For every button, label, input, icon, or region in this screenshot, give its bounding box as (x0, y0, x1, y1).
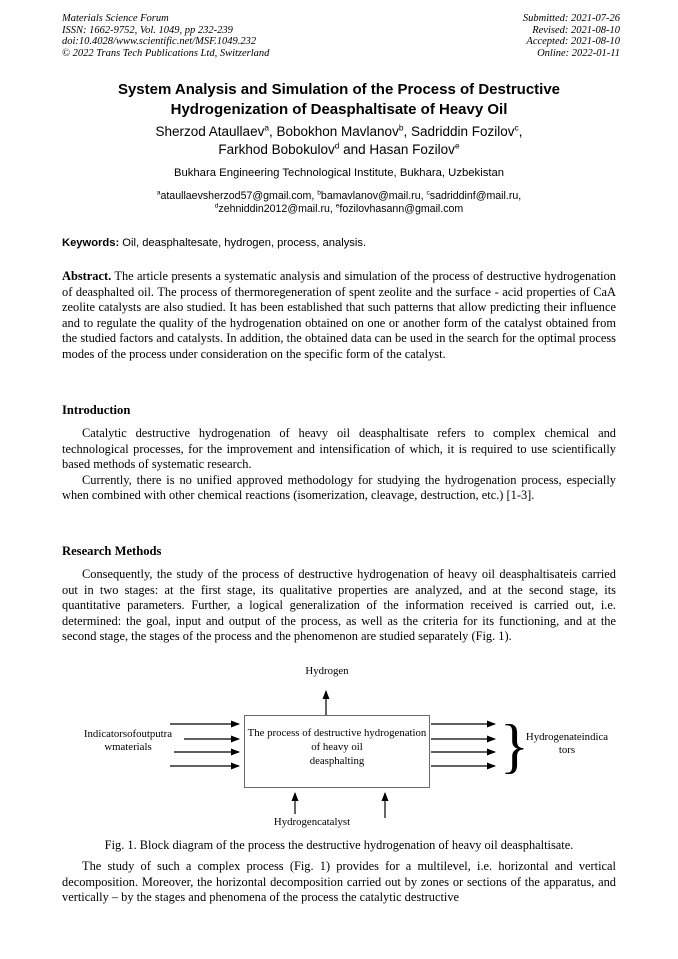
email-a: ataullaevsherzod57@gmail.com, (160, 190, 318, 202)
section-closing: The study of such a complex process (Fig… (62, 859, 616, 906)
author-4: Farkhod Bobokulov (218, 141, 335, 157)
authors-line1-comma: , (518, 124, 523, 139)
input-materials-label: Indicatorsofoutputra wmaterials (62, 728, 194, 754)
output-indicators-label: Hydrogenateindica tors (520, 731, 614, 757)
author-emails: aataullaevsherzod57@gmail.com, bbamavlan… (0, 190, 678, 216)
author-3: , Sadriddin Fozilov (403, 124, 515, 139)
author-1: Sherzod Ataullaev (155, 124, 265, 139)
abstract: Abstract. The article presents a systema… (62, 269, 616, 363)
email-b: bamavlanov@mail.ru, (320, 190, 427, 202)
section-introduction: Introduction Catalytic destructive hydro… (62, 403, 616, 504)
authors-list: Sherzod Ataullaeva, Bobokhon Mavlanovb, … (0, 123, 678, 158)
output-indicators-label-line1: Hydrogenateindica (525, 731, 609, 743)
section-heading-introduction: Introduction (62, 403, 131, 417)
paper-title: System Analysis and Simulation of the Pr… (0, 80, 678, 119)
journal-header: Materials Science Forum ISSN: 1662-9752,… (62, 13, 620, 59)
author-1-affmark: a (264, 122, 269, 133)
author-5: and Hasan Fozilov (339, 141, 455, 157)
submitted-date: Submitted: 2021-07-26 (522, 13, 620, 24)
abstract-label: Abstract. (62, 269, 112, 283)
journal-info: Materials Science Forum ISSN: 1662-9752,… (62, 13, 269, 59)
hydrogen-catalyst-label: Hydrogencatalyst (273, 816, 351, 828)
revised-date: Revised: 2021-08-10 (532, 24, 620, 36)
closing-paragraph-1: The study of such a complex process (Fig… (62, 859, 616, 905)
email-b-mark: b (317, 189, 321, 197)
process-box: The process of destructive hydrogenation… (244, 715, 430, 788)
abstract-text: The article presents a systematic analys… (62, 269, 616, 361)
input-materials-label-line2: wmaterials (104, 741, 152, 753)
online-date: Online: 2022-01-11 (537, 47, 620, 59)
figure-caption: Fig. 1. Block diagram of the process the… (104, 838, 574, 852)
hydrogen-label: Hydrogen (305, 665, 349, 677)
email-c-mark: c (426, 189, 430, 197)
keywords-line: Keywords: Oil, deasphaltesate, hydrogen,… (62, 237, 616, 250)
journal-issn-volume: ISSN: 1662-9752, Vol. 1049, pp 232-239 (62, 24, 233, 36)
section-research-methods: Research Methods Consequently, the study… (62, 544, 616, 645)
email-d: zehniddin2012@mail.ru, (218, 203, 336, 215)
section-heading-research-methods: Research Methods (62, 544, 162, 558)
author-2: , Bobokhon Mavlanov (268, 124, 399, 139)
email-c: sadriddinf@mail.ru, (429, 190, 522, 202)
journal-doi: doi:10.4028/www.scientific.net/MSF.1049.… (62, 36, 257, 48)
keywords-label: Keywords: (62, 237, 120, 249)
submission-dates: Submitted: 2021-07-26 Revised: 2021-08-1… (523, 13, 620, 59)
author-2-affmark: b (398, 122, 404, 133)
author-4-affmark: d (334, 140, 340, 150)
research-methods-paragraph-1: Consequently, the study of the process o… (62, 567, 616, 644)
introduction-paragraph-2: Currently, there is no unified approved … (62, 472, 616, 503)
email-a-mark: a (156, 189, 161, 197)
diagram-arrows (170, 690, 496, 818)
paper-title-line1: System Analysis and Simulation of the Pr… (117, 81, 561, 98)
journal-name: Materials Science Forum (62, 13, 169, 24)
accepted-date: Accepted: 2021-08-10 (526, 36, 620, 48)
input-materials-label-line1: Indicatorsofoutputra (83, 728, 173, 740)
introduction-paragraph-1: Catalytic destructive hydrogenation of h… (62, 426, 616, 472)
email-e-mark: e (335, 202, 340, 210)
email-d-mark: d (214, 202, 219, 210)
author-5-affmark: e (454, 140, 460, 150)
output-brace: } (500, 713, 529, 779)
author-3-affmark: c (514, 122, 519, 133)
paper-title-line2: Hydrogenization of Deasphaltisate of Hea… (170, 100, 508, 118)
journal-copyright: © 2022 Trans Tech Publications Ltd, Swit… (62, 47, 270, 59)
figure-1-block-diagram: Hydrogen The process of destructive hydr… (62, 665, 616, 837)
email-e: fozilovhasann@gmail.com (339, 203, 464, 215)
affiliation: Bukhara Engineering Technological Instit… (173, 167, 505, 179)
process-box-line2: of heavy oil (311, 741, 363, 753)
output-indicators-label-line2: tors (558, 744, 576, 756)
process-box-line3: deasphalting (309, 755, 365, 767)
process-box-line1: The process of destructive hydrogenation (247, 727, 427, 739)
keywords-text: Oil, deasphaltesate, hydrogen, process, … (119, 237, 367, 249)
